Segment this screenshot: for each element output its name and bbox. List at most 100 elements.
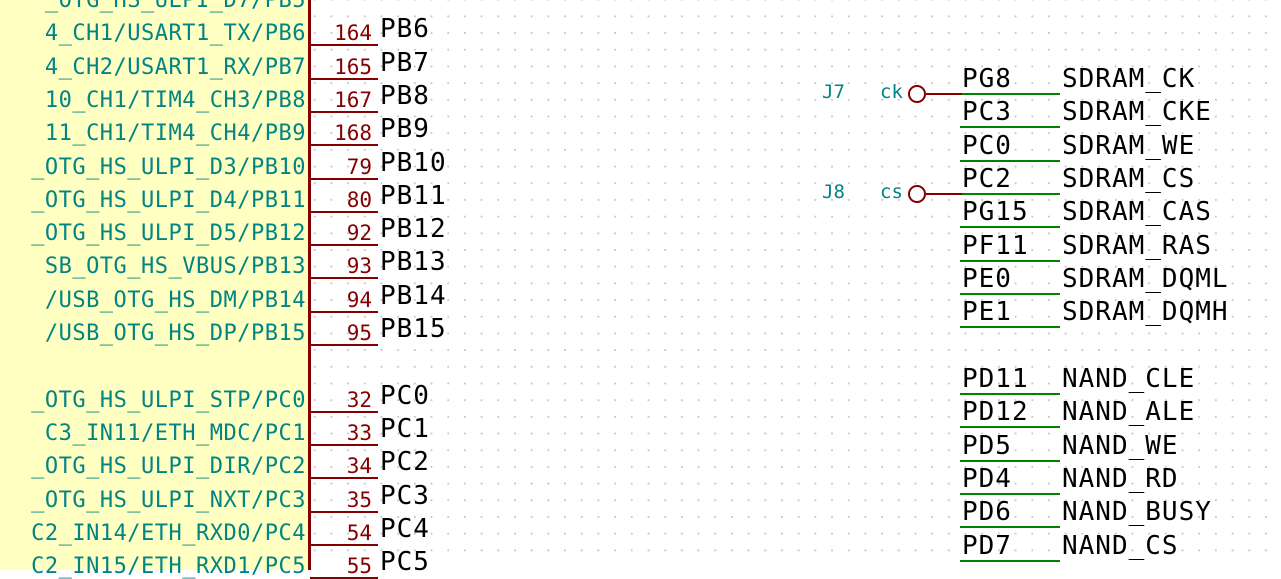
net-name-label[interactable]: SDRAM_CS bbox=[1062, 163, 1196, 194]
net-name-label[interactable]: SDRAM_CKE bbox=[1062, 97, 1212, 128]
net-name-label[interactable]: NAND_ALE bbox=[1062, 397, 1196, 428]
wire[interactable] bbox=[960, 292, 1060, 295]
wire[interactable] bbox=[960, 93, 1060, 95]
pin-name: PB15 bbox=[380, 314, 447, 344]
pin-line[interactable] bbox=[310, 44, 378, 47]
net-pin-label[interactable]: PE1 bbox=[962, 297, 1012, 328]
mcu-symbol-body[interactable] bbox=[0, 0, 311, 570]
pin-name: PC2 bbox=[380, 447, 430, 478]
pin-name: PB14 bbox=[380, 280, 447, 311]
pin-line[interactable] bbox=[310, 210, 378, 213]
pin-number: 33 bbox=[346, 420, 372, 445]
pin-name: PB6 bbox=[380, 14, 430, 45]
pin-number: 92 bbox=[346, 221, 372, 246]
wire[interactable] bbox=[960, 459, 1060, 462]
pin-alt-function: C2_IN15/ETH_RXD1/PC5 bbox=[31, 555, 306, 579]
net-pin-label[interactable]: PG15 bbox=[962, 197, 1029, 228]
pin-line[interactable] bbox=[310, 110, 378, 113]
wire[interactable] bbox=[960, 393, 1060, 395]
jumper-wire[interactable] bbox=[926, 93, 962, 95]
net-name-label[interactable]: NAND_RD bbox=[1062, 463, 1179, 494]
net-name-label[interactable]: SDRAM_DQML bbox=[1062, 263, 1229, 294]
pin-line[interactable] bbox=[310, 443, 378, 446]
pin-alt-function: 11_CH1/TIM4_CH4/PB9 bbox=[44, 122, 306, 147]
net-pin-label[interactable]: PD4 bbox=[962, 463, 1012, 494]
net-name-label[interactable]: SDRAM_DQMH bbox=[1062, 297, 1229, 328]
wire[interactable] bbox=[960, 559, 1060, 562]
jumper-reference: J7 bbox=[822, 81, 845, 103]
pin-number: 164 bbox=[334, 21, 372, 46]
pin-name: PB8 bbox=[380, 80, 430, 111]
pin-line[interactable] bbox=[310, 177, 378, 180]
pin-line[interactable] bbox=[310, 410, 378, 413]
net-name-label[interactable]: NAND_CLE bbox=[1062, 364, 1196, 394]
pin-alt-function: 4_CH1/USART1_TX/PB6 bbox=[44, 22, 306, 47]
net-pin-label[interactable]: PE0 bbox=[962, 263, 1012, 294]
pin-number: 80 bbox=[346, 187, 372, 212]
wire[interactable] bbox=[960, 326, 1060, 329]
pin-name: PC4 bbox=[380, 513, 430, 544]
pin-number: 55 bbox=[346, 554, 372, 579]
net-pin-label[interactable]: PG8 bbox=[962, 64, 1012, 94]
net-name-label[interactable]: SDRAM_CK bbox=[1062, 64, 1196, 94]
wire[interactable] bbox=[960, 259, 1060, 262]
net-pin-label[interactable]: PD7 bbox=[962, 530, 1012, 561]
pin-number: 93 bbox=[346, 254, 372, 279]
pin-number: 167 bbox=[334, 87, 372, 112]
net-pin-label[interactable]: PD5 bbox=[962, 430, 1012, 461]
net-name-label[interactable]: SDRAM_RAS bbox=[1062, 230, 1212, 261]
pin-name: PC5 bbox=[380, 547, 430, 578]
net-pin-label[interactable]: PF11 bbox=[962, 230, 1029, 261]
pin-alt-function: C2_IN14/ETH_RXD0/PC4 bbox=[31, 521, 306, 546]
net-pin-label[interactable]: PC2 bbox=[962, 163, 1012, 194]
wire[interactable] bbox=[960, 126, 1060, 129]
pin-number: 54 bbox=[346, 520, 372, 545]
wire[interactable] bbox=[960, 159, 1060, 162]
pin-line[interactable] bbox=[310, 543, 378, 546]
net-name-label[interactable]: SDRAM_CAS bbox=[1062, 197, 1212, 228]
pin-line[interactable] bbox=[310, 477, 378, 480]
pin-number: 168 bbox=[334, 121, 372, 146]
jumper-reference: J8 bbox=[822, 181, 845, 203]
pin-alt-function: SB_OTG_HS_VBUS/PB13 bbox=[44, 255, 306, 280]
wire[interactable] bbox=[960, 526, 1060, 529]
net-pin-label[interactable]: PC0 bbox=[962, 130, 1012, 161]
pin-line[interactable] bbox=[310, 310, 378, 313]
pin-alt-function: /USB_OTG_HS_DP/PB15 bbox=[44, 322, 306, 346]
wire[interactable] bbox=[960, 426, 1060, 429]
pin-name: PC3 bbox=[380, 480, 430, 511]
pin-number: 94 bbox=[346, 287, 372, 312]
pin-line[interactable] bbox=[310, 244, 378, 247]
pin-alt-function: /USB_OTG_HS_DM/PB14 bbox=[44, 288, 306, 313]
jumper-pin-circle[interactable] bbox=[908, 185, 926, 203]
pin-line[interactable] bbox=[310, 510, 378, 513]
pin-name: PB11 bbox=[380, 180, 447, 211]
pin-alt-function: _OTG_HS_ULPI_D7/PB5 bbox=[44, 0, 306, 13]
jumper-wire[interactable] bbox=[926, 193, 962, 195]
net-name-label[interactable]: NAND_CS bbox=[1062, 530, 1179, 561]
net-pin-label[interactable]: PD6 bbox=[962, 497, 1012, 528]
pin-alt-function: _OTG_HS_ULPI_DIR/PC2 bbox=[31, 455, 306, 480]
net-name-label[interactable]: NAND_BUSY bbox=[1062, 497, 1212, 528]
pin-name: PB12 bbox=[380, 214, 447, 245]
wire[interactable] bbox=[960, 492, 1060, 495]
pin-name: PB9 bbox=[380, 114, 430, 145]
jumper-pin-circle[interactable] bbox=[908, 85, 926, 103]
pin-line[interactable] bbox=[310, 277, 378, 280]
pin-line[interactable] bbox=[310, 344, 378, 346]
net-name-label[interactable]: NAND_WE bbox=[1062, 430, 1179, 461]
pin-number: 165 bbox=[334, 54, 372, 79]
pin-number: 95 bbox=[346, 321, 372, 345]
net-pin-label[interactable]: PD11 bbox=[962, 364, 1029, 394]
pin-name: PB7 bbox=[380, 47, 430, 78]
wire[interactable] bbox=[960, 192, 1060, 195]
wire[interactable] bbox=[960, 226, 1060, 229]
pin-alt-function: _OTG_HS_ULPI_D4/PB11 bbox=[31, 188, 306, 213]
pin-line[interactable] bbox=[310, 77, 378, 80]
pin-alt-function: 4_CH2/USART1_RX/PB7 bbox=[44, 55, 306, 80]
pin-line[interactable] bbox=[310, 144, 378, 147]
net-name-label[interactable]: SDRAM_WE bbox=[1062, 130, 1196, 161]
net-pin-label[interactable]: PC3 bbox=[962, 97, 1012, 128]
pin-alt-function: _OTG_HS_ULPI_NXT/PC3 bbox=[31, 488, 306, 513]
net-pin-label[interactable]: PD12 bbox=[962, 397, 1029, 428]
